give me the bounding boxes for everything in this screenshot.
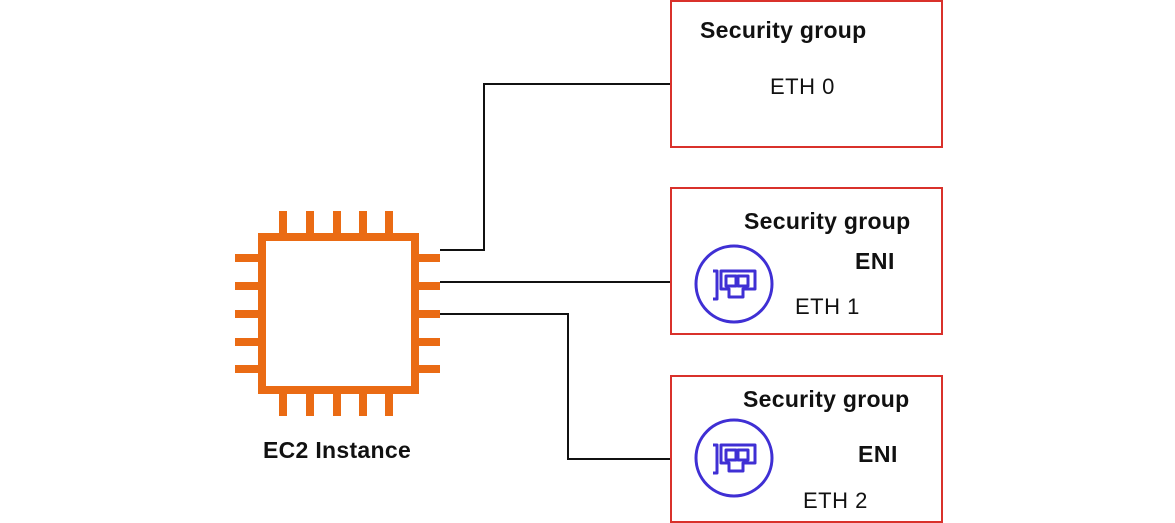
security-group-title: Security group (743, 386, 910, 412)
eth-label: ETH 1 (795, 294, 860, 319)
network-card-icon (694, 244, 774, 324)
eni-label: ENI (855, 248, 895, 274)
connector-eth0 (440, 83, 762, 251)
connectors (440, 83, 762, 460)
connector-eth2 (440, 313, 693, 460)
security-group-eth0: Security group ETH 0 (670, 0, 943, 148)
security-group-title: Security group (700, 17, 867, 43)
security-group-title: Security group (744, 208, 911, 234)
ec2-chip-icon (235, 211, 440, 416)
instance-label: EC2 Instance (263, 437, 412, 463)
eth-label: ETH 2 (803, 488, 868, 513)
network-card-icon (694, 418, 774, 498)
eni-label: ENI (858, 441, 898, 467)
eth-label: ETH 0 (770, 74, 835, 99)
